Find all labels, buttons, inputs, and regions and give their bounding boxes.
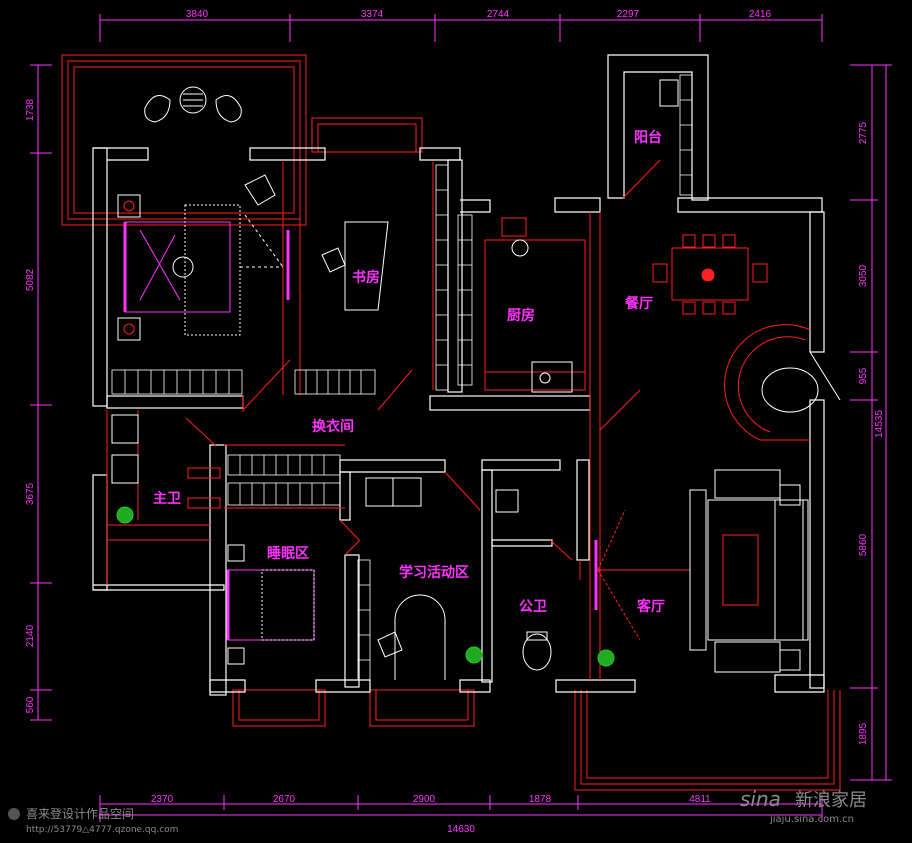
- dim-left-1: 1738: [25, 98, 36, 121]
- sina-url: jiaju.sina.com.cn: [769, 814, 854, 825]
- living-sofa-icon: [689, 469, 809, 673]
- room-label-study: 书房: [352, 269, 380, 286]
- dimension-labels: 3840 3374 2744 2297 2416 2370 2670 2900 …: [25, 9, 885, 835]
- dim-left-3: 3675: [25, 482, 36, 505]
- dim-bottom-5: 4811: [689, 794, 711, 805]
- dim-top-3: 2744: [487, 9, 510, 20]
- terraces: [61, 54, 841, 791]
- washer-icon: [659, 79, 679, 107]
- dining-table-icon: [652, 234, 768, 315]
- room-label-kitchen: 厨房: [507, 307, 535, 324]
- room-labels: 阳台 书房 厨房 餐厅 换衣间 主卫 睡眠区 学习活动区 公卫 客厅: [153, 129, 665, 615]
- bath-fixtures-icon: [111, 414, 552, 671]
- dim-right-4: 5860: [858, 533, 869, 556]
- kitchen-sink-icon: [501, 217, 573, 393]
- room-label-dressing: 换衣间: [312, 418, 354, 435]
- furniture: [111, 79, 841, 680]
- room-label-master-bath: 主卫: [153, 490, 181, 507]
- dim-top-5: 2416: [749, 9, 772, 20]
- interior-lines: [106, 159, 690, 680]
- dim-right-2: 3050: [858, 264, 869, 287]
- bay-window-icon: [724, 324, 841, 441]
- dim-right-1: 2775: [858, 121, 869, 144]
- plant-icon: [116, 506, 615, 667]
- watermark-left: 喜来登设计作品空间 http://53779△4777.qzone.qq.com: [8, 806, 178, 835]
- dim-top-1: 3840: [186, 9, 209, 20]
- study-desk-icon: [321, 221, 389, 311]
- dim-top-4: 2297: [617, 9, 640, 20]
- room-label-study-activity: 学习活动区: [399, 564, 469, 581]
- room-label-public-bath: 公卫: [519, 599, 547, 615]
- dim-right-5: 1895: [858, 722, 869, 745]
- dim-bottom-3: 2900: [413, 794, 436, 805]
- room-label-living: 客厅: [636, 598, 665, 615]
- watermark-title: 喜来登设计作品空间: [26, 806, 134, 821]
- master-bed-icon: [117, 174, 284, 341]
- terrace-chairs-icon: [144, 86, 242, 123]
- room-label-sleep-area: 睡眠区: [267, 546, 309, 562]
- dim-top-2: 3374: [361, 9, 384, 20]
- sina-brand: sina: [740, 787, 781, 811]
- dim-left-2: 5082: [25, 268, 36, 291]
- dim-bottom-1: 2370: [151, 794, 174, 805]
- door-strips: [286, 230, 598, 610]
- dim-bottom-total: 14630: [447, 824, 475, 835]
- dim-right-total: 14535: [874, 410, 885, 438]
- dimension-lines: [30, 14, 892, 822]
- dim-right-3: 955: [858, 367, 869, 384]
- logo-icon: [8, 808, 20, 820]
- activity-desk-icon: [365, 477, 446, 680]
- sina-brand-cn: 新浪家居: [795, 790, 867, 811]
- watermark-right: sina 新浪家居 jiaju.sina.com.cn: [740, 787, 867, 825]
- dim-left-4: 2140: [25, 624, 36, 647]
- dim-left-5: 560: [25, 696, 36, 713]
- watermark-url: http://53779△4777.qzone.qq.com: [26, 825, 178, 835]
- dim-bottom-2: 2670: [273, 794, 296, 805]
- room-label-dining: 餐厅: [624, 295, 653, 312]
- dim-bottom-4: 1878: [529, 794, 552, 805]
- wardrobes: [111, 74, 693, 681]
- small-bed-icon: [226, 544, 315, 665]
- room-label-balcony: 阳台: [634, 129, 662, 146]
